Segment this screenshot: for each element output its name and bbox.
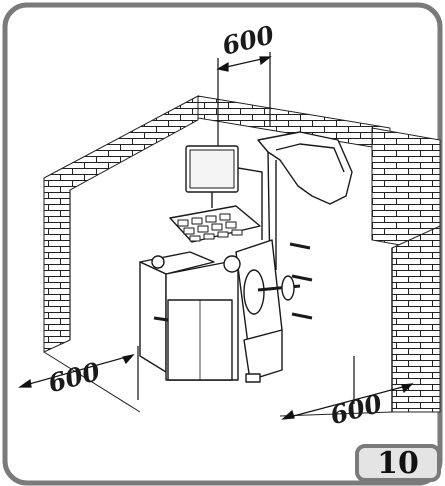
wheel-guard — [257, 131, 353, 205]
floor-outline — [43, 351, 393, 417]
wheel-balancer-machine — [139, 131, 353, 383]
page-number: 10 — [377, 445, 419, 481]
cabinet — [139, 261, 167, 373]
right-pillar-wall — [391, 225, 441, 413]
page-number-badge: 10 — [355, 444, 441, 482]
